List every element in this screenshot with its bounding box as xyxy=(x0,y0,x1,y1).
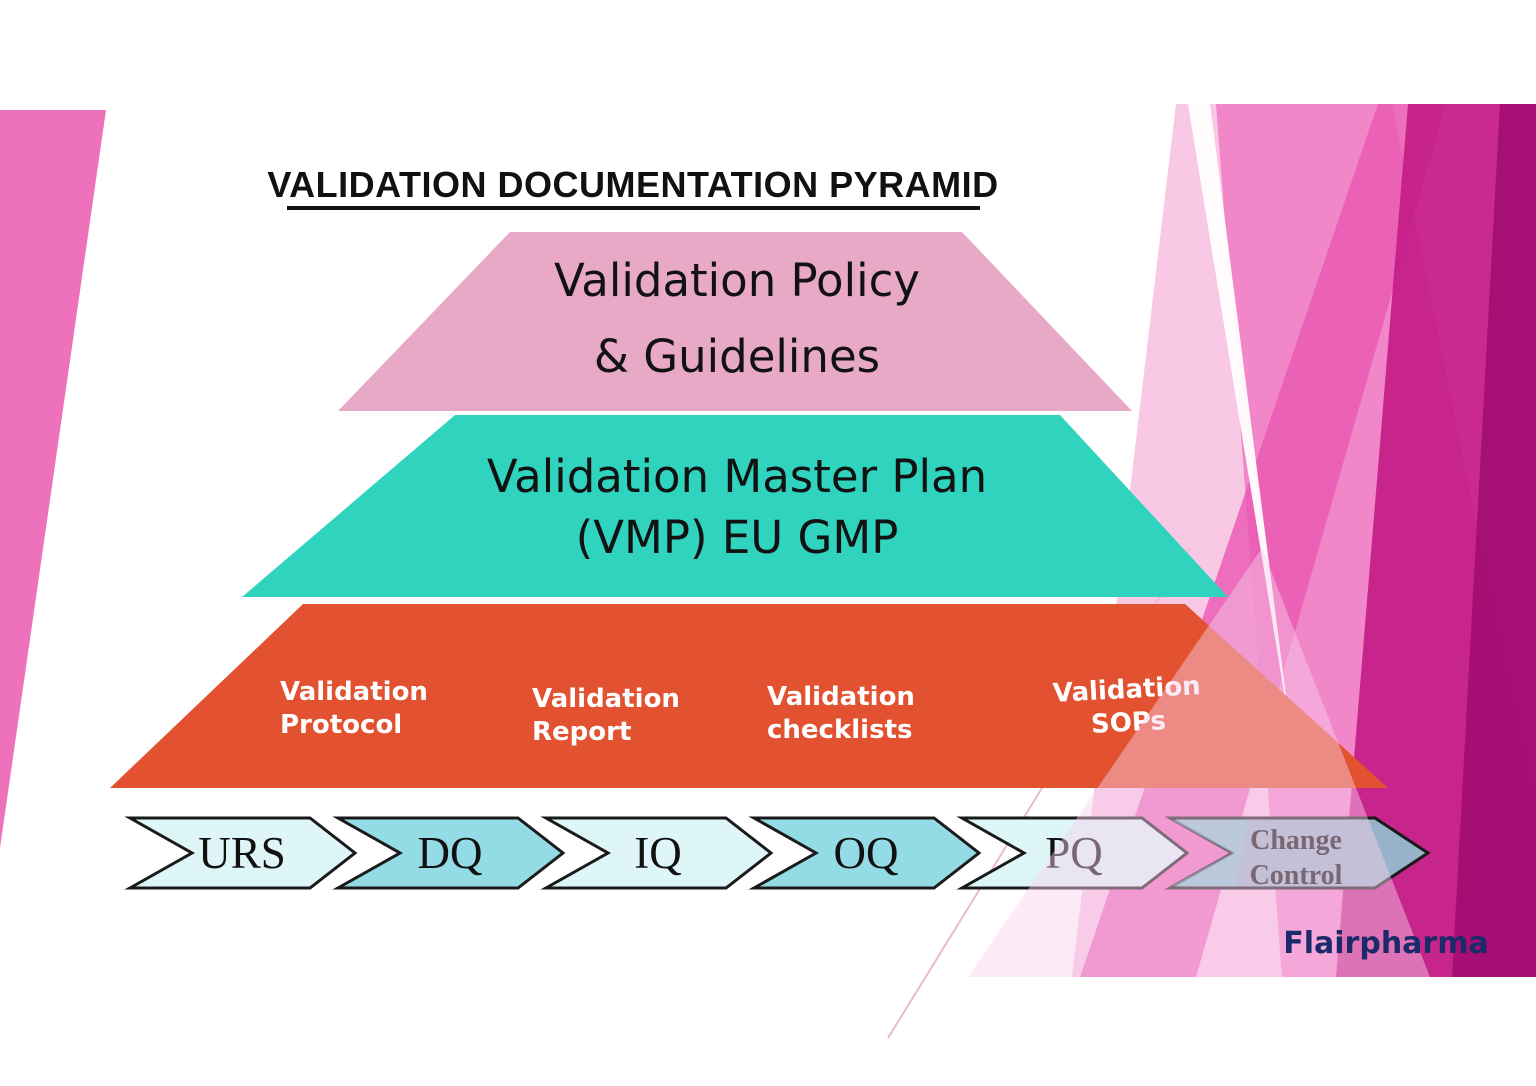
process-flow xyxy=(124,816,1431,890)
label-dq: DQ xyxy=(418,828,483,878)
decoration-left-pink-triangle xyxy=(0,110,106,848)
brand-flairpharma: Flairpharma xyxy=(1283,926,1488,961)
chevron-change-control-teal-tint xyxy=(1172,820,1248,886)
vmp-trapezoid xyxy=(242,415,1228,597)
label-oq: OQ xyxy=(834,828,899,878)
execution-item-checklists: Validation checklists xyxy=(767,682,915,745)
fan-overlay-triangle xyxy=(968,548,1430,977)
process-labels: URS DQ IQ OQ PQ Change Control xyxy=(198,825,1342,891)
chevron-oq xyxy=(748,816,982,890)
policy-trapezoid xyxy=(338,232,1132,411)
label-urs: URS xyxy=(198,828,286,878)
fan-white-sliver xyxy=(1188,104,1292,742)
policy-line-2: & Guidelines xyxy=(594,330,880,383)
checklists-line-2: checklists xyxy=(767,715,912,745)
label-iq: IQ xyxy=(634,828,681,878)
fan-deep-wedge xyxy=(1452,104,1536,977)
page-title: VALIDATION DOCUMENTATION PYRAMID xyxy=(267,164,998,205)
policy-line-1: Validation Policy xyxy=(554,254,920,307)
execution-item-protocol: Validation Protocol xyxy=(280,677,428,740)
chevron-urs xyxy=(124,816,358,890)
protocol-line-1: Validation xyxy=(280,677,428,707)
left-pink-triangle-shape xyxy=(0,110,106,848)
label-pq: PQ xyxy=(1045,828,1103,878)
chevron-iq xyxy=(540,816,774,890)
label-change: Change xyxy=(1250,825,1342,856)
pyramid-level-vmp: Validation Master Plan (VMP) EU GMP xyxy=(242,415,1228,597)
execution-trapezoid xyxy=(110,604,1388,788)
report-line-2: Report xyxy=(532,717,631,747)
execution-item-report: Validation Report xyxy=(532,684,680,747)
sops-line-2: SOPs xyxy=(1090,706,1166,740)
chevron-pq xyxy=(956,816,1190,890)
label-control: Control xyxy=(1250,860,1343,891)
checklists-line-1: Validation xyxy=(767,682,915,712)
vmp-line-1: Validation Master Plan xyxy=(487,450,987,503)
protocol-line-2: Protocol xyxy=(280,710,402,740)
pyramid-level-execution: Validation Protocol Validation Report Va… xyxy=(110,604,1388,788)
pyramid-level-policy: Validation Policy & Guidelines xyxy=(338,232,1132,411)
title-underline xyxy=(287,206,980,210)
chevron-dq xyxy=(332,816,566,890)
report-line-1: Validation xyxy=(532,684,680,714)
vmp-line-2: (VMP) EU GMP xyxy=(576,511,899,564)
